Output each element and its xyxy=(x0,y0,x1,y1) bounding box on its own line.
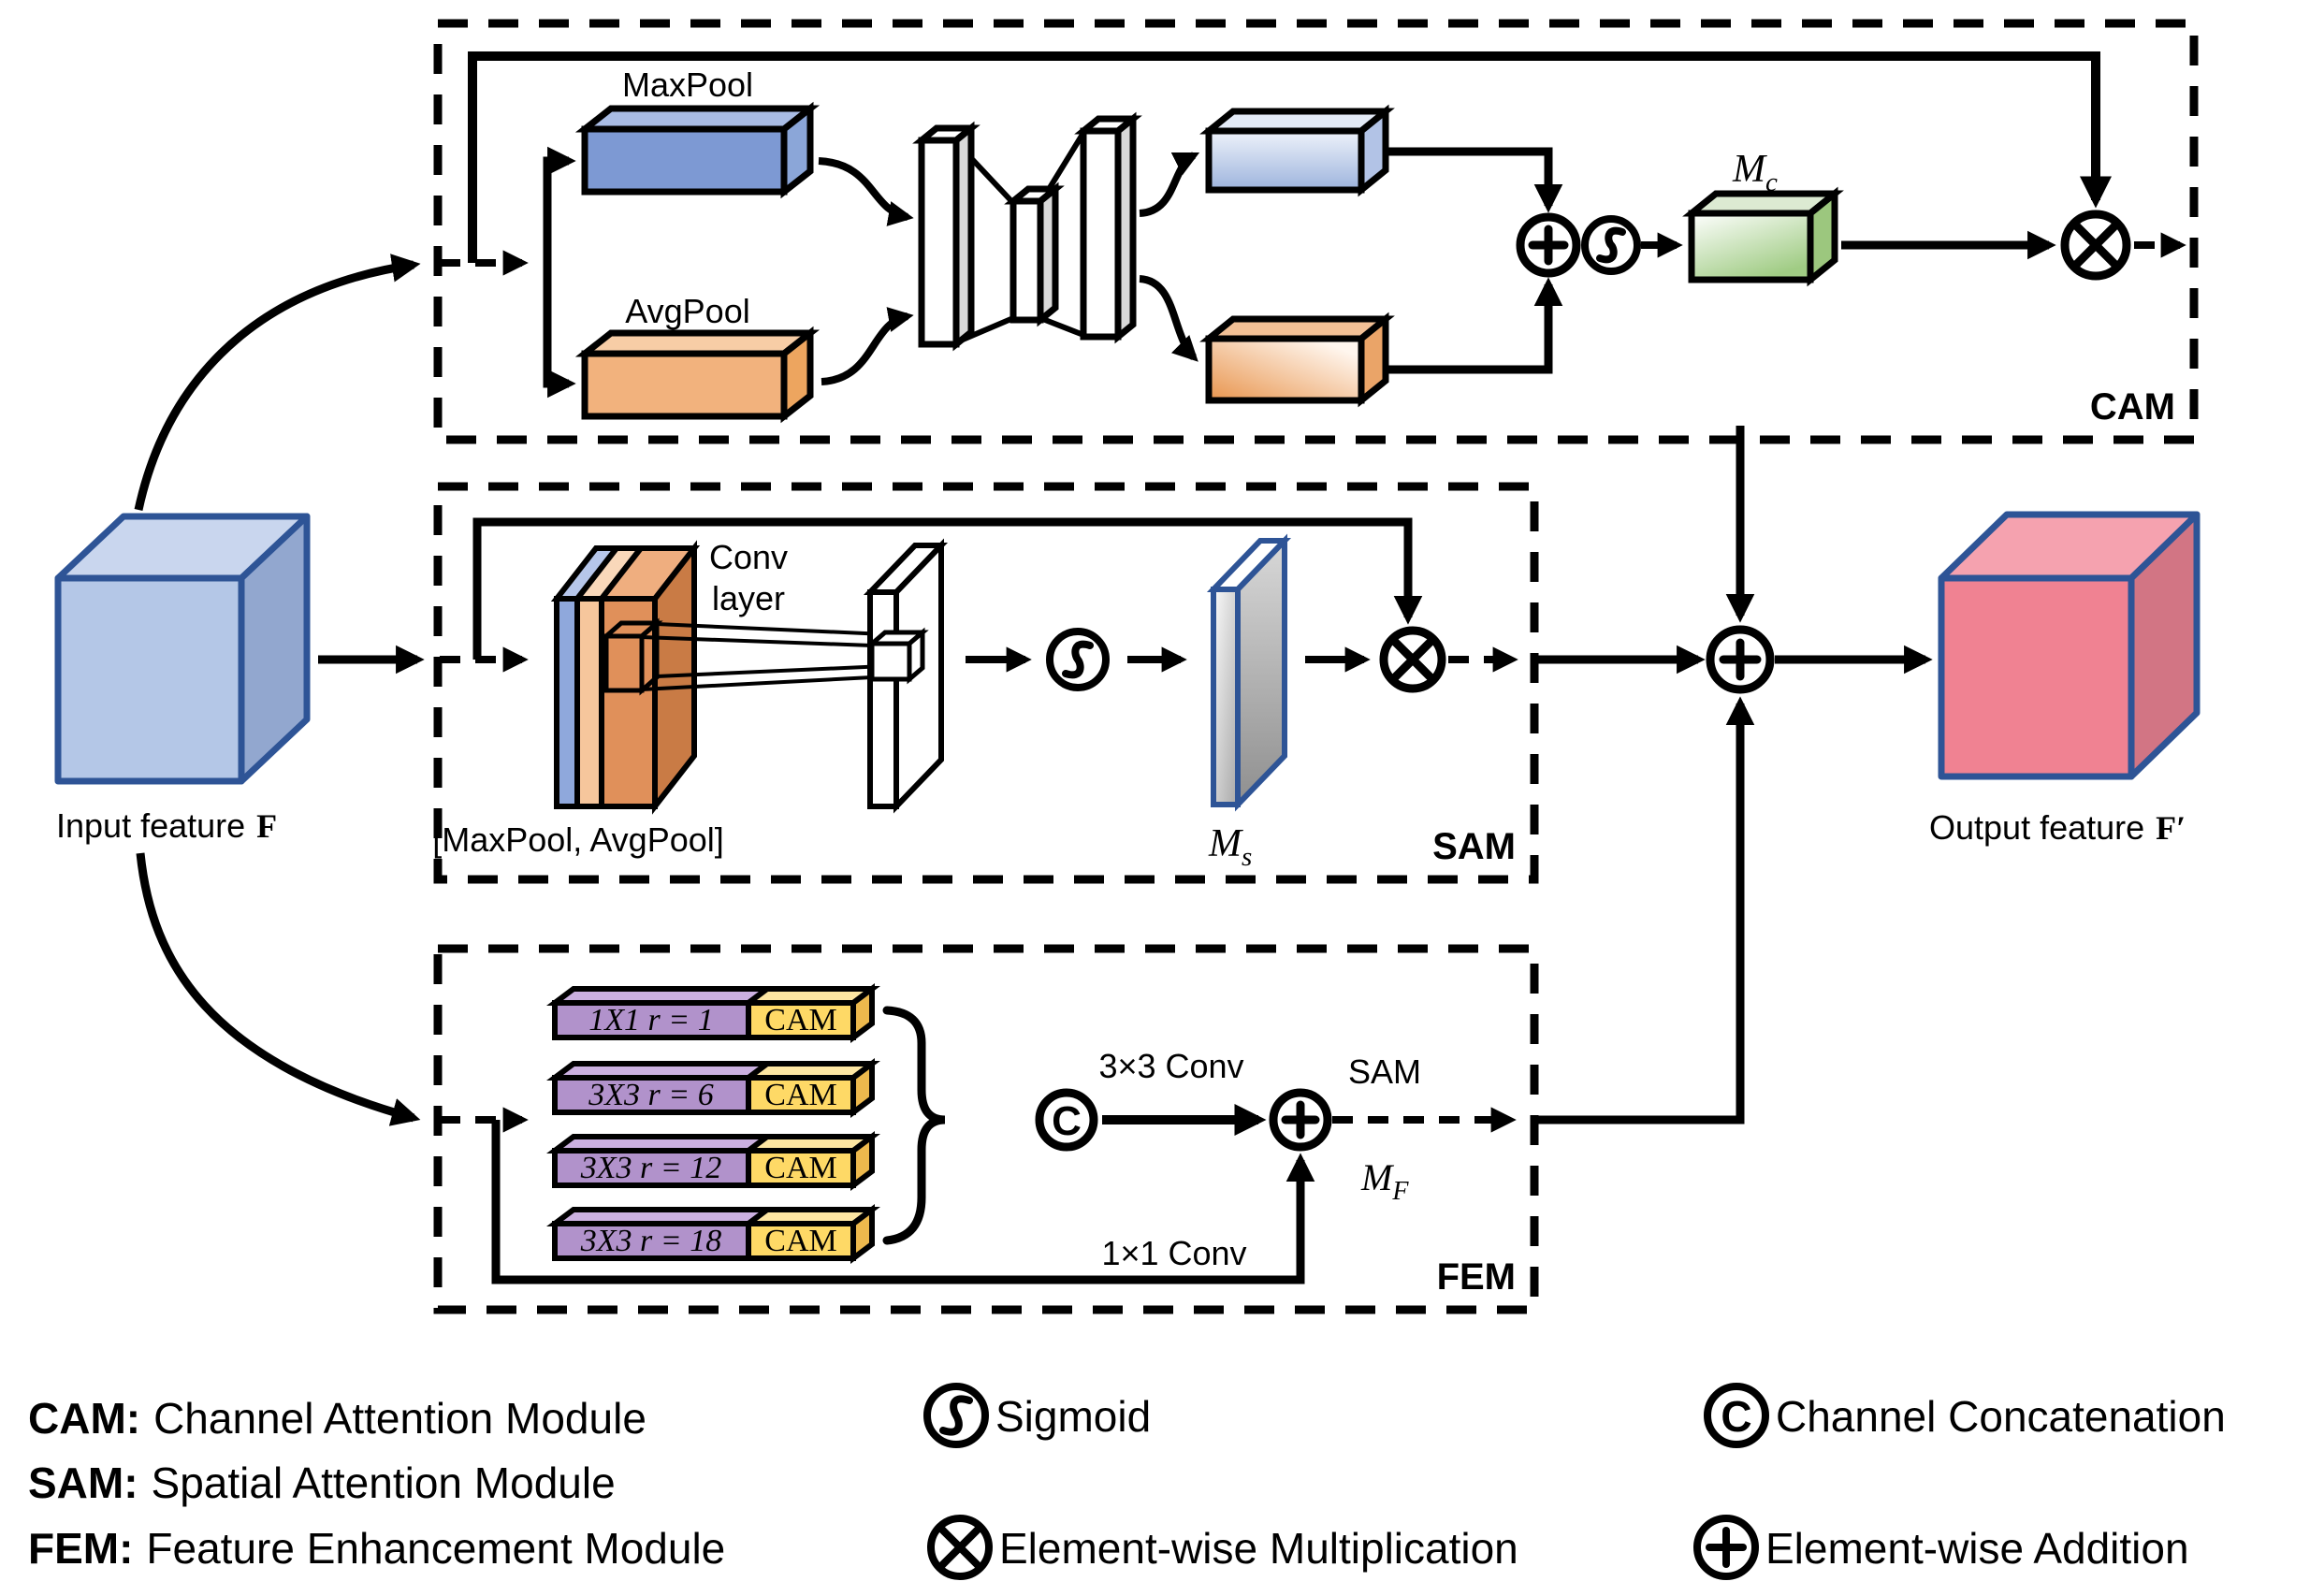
svg-text:1X1 r = 1: 1X1 r = 1 xyxy=(588,1003,713,1037)
arrow-fem-to-main-add xyxy=(1536,696,1755,1124)
dilated-branch-4: 3X3 r = 18 CAM xyxy=(546,1204,880,1264)
arrow-mlp-to-orange xyxy=(1139,275,1198,362)
cam-box xyxy=(433,19,2199,444)
legend-cam: CAM:Channel Attention Module xyxy=(28,1394,646,1443)
avgpool-front xyxy=(581,350,788,420)
mc-block: Mc xyxy=(1682,148,1844,287)
maxpool-label: MaxPool xyxy=(622,65,753,104)
cam-skip-connection xyxy=(468,51,2113,263)
mc-label: Mc xyxy=(1732,148,1778,197)
channel-vector-max xyxy=(1199,104,1395,197)
svg-text:3X3 r = 12: 3X3 r = 12 xyxy=(580,1151,721,1185)
conv-3x3-label: 3×3 Conv xyxy=(1098,1047,1243,1085)
sigmoid-icon xyxy=(923,1383,989,1448)
svg-text:C: C xyxy=(1052,1098,1082,1144)
conv-layer-label-2: layer xyxy=(712,579,785,617)
maxpool-block: MaxPool xyxy=(574,65,821,199)
add-icon xyxy=(1516,212,1581,278)
shared-mlp xyxy=(912,111,1142,352)
svg-text:CAM: CAM xyxy=(764,1003,836,1037)
svg-text:3X3 r = 18: 3X3 r = 18 xyxy=(580,1224,721,1258)
dilated-branch-2: 3X3 r = 6 CAM xyxy=(546,1058,880,1118)
multiply-icon xyxy=(927,1515,993,1580)
fem-box-label: FEM xyxy=(1437,1256,1516,1298)
cam-module: CAM MaxPool AvgPool xyxy=(433,19,2199,444)
main-add-icon xyxy=(1706,625,1775,694)
legend-concat-label: Channel Concatenation xyxy=(1776,1392,2226,1441)
add-icon xyxy=(1693,1515,1759,1580)
legend-multiply-label: Element-wise Multiplication xyxy=(999,1524,1518,1573)
legend: CAM:Channel Attention Module SAM:Spatial… xyxy=(28,1383,2226,1580)
arrow-maxpool-to-mlp xyxy=(818,157,914,226)
fem-module: FEM 1×1 Conv 1X1 r = 1 CAM 3X3 r = 6 CAM xyxy=(433,944,1539,1314)
svg-text:3X3 r = 6: 3X3 r = 6 xyxy=(588,1078,713,1112)
output-cube-front xyxy=(1938,574,2135,780)
dilated-branch-3: 3X3 r = 12 CAM xyxy=(546,1131,880,1191)
channel-vector-avg xyxy=(1199,312,1395,408)
conv-output-slab xyxy=(863,538,949,814)
mlp-layer-2 xyxy=(1009,197,1044,324)
multiply-icon xyxy=(2060,210,2131,281)
multiply-icon xyxy=(1379,626,1446,693)
input-cube-front xyxy=(54,574,245,785)
stack-avgpool-slab xyxy=(574,596,604,809)
svg-text:CAM: CAM xyxy=(764,1224,836,1258)
add-icon xyxy=(1269,1088,1332,1152)
mf-label: MF xyxy=(1360,1156,1409,1206)
mlp-layer-1 xyxy=(918,137,960,348)
cam-branch-to-avgpool xyxy=(543,263,576,399)
arrow-mlp-to-blue xyxy=(1139,152,1200,217)
connector-blue-to-add xyxy=(1387,147,1563,213)
stack-maxpool-slab xyxy=(554,596,580,809)
sam-box xyxy=(433,482,1539,884)
dilated-branch-1: 1X1 r = 1 CAM xyxy=(546,983,880,1043)
legend-fem: FEM:Feature Enhancement Module xyxy=(28,1524,725,1573)
arrow-input-to-cam xyxy=(134,254,421,511)
ms-block: Ms xyxy=(1206,533,1292,872)
conv-projection-lines xyxy=(641,622,886,691)
fem-box xyxy=(433,944,1539,1314)
pooled-stack xyxy=(550,540,701,815)
arrow-avgpool-to-mlp xyxy=(821,307,914,385)
svg-text:C: C xyxy=(1721,1392,1751,1441)
svg-text:CAM: CAM xyxy=(764,1151,836,1185)
sigmoid-icon xyxy=(1046,628,1110,691)
projected-kernel xyxy=(869,641,912,682)
ms-label: Ms xyxy=(1208,822,1252,872)
pooled-stack-label: [MaxPool, AvgPool] xyxy=(432,820,724,859)
concat-icon: C xyxy=(1704,1383,1769,1448)
cam-branch-to-maxpool xyxy=(543,146,576,263)
legend-add-label: Element-wise Addition xyxy=(1765,1524,2189,1573)
legend-sam: SAM:Spatial Attention Module xyxy=(28,1458,616,1507)
avgpool-block: AvgPool xyxy=(574,292,821,424)
svg-text:CAM: CAM xyxy=(764,1078,836,1112)
connector-orange-to-add xyxy=(1387,277,1563,374)
conv-layer-label-1: Conv xyxy=(709,538,788,576)
cam-box-label: CAM xyxy=(2090,386,2175,428)
arrow-input-to-fem xyxy=(136,852,421,1126)
sam-box-label: SAM xyxy=(1432,826,1516,867)
conv-kernel xyxy=(603,633,645,693)
fem-sam-arrow-label: SAM xyxy=(1348,1052,1421,1091)
concat-icon: C xyxy=(1035,1088,1098,1152)
maxpool-front xyxy=(581,125,788,196)
mlp-layer-3 xyxy=(1080,127,1122,341)
avgpool-label: AvgPool xyxy=(625,292,749,330)
fem-residual-1x1-path xyxy=(491,1120,1315,1284)
sigmoid-icon xyxy=(1581,215,1641,275)
sam-module: SAM [MaxPool, AvgPool] Conv layer xyxy=(432,482,1539,884)
branch-brace xyxy=(882,1006,946,1245)
legend-sigmoid-label: Sigmoid xyxy=(995,1392,1151,1441)
sam-skip-connection xyxy=(472,517,1423,660)
conv-1x1-label: 1×1 Conv xyxy=(1101,1234,1246,1272)
